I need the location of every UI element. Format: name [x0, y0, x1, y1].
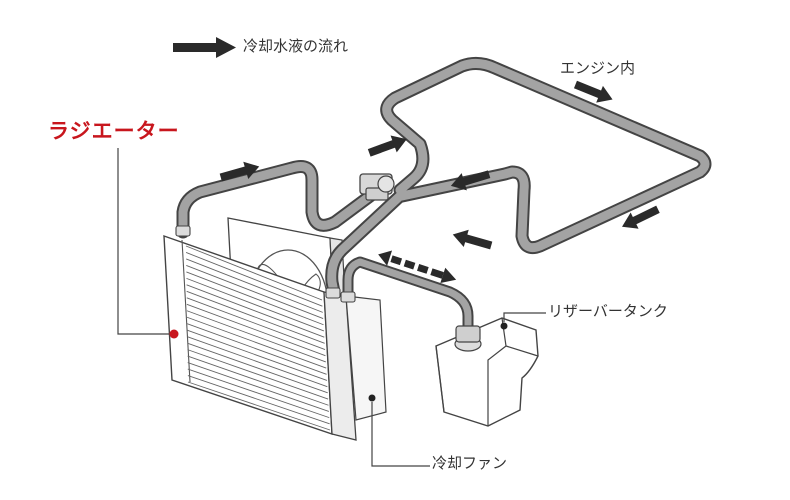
radiator-fin — [187, 381, 331, 431]
flow-arrow-icon — [573, 80, 613, 103]
radiator-fin — [185, 245, 323, 301]
radiator-fin — [186, 265, 324, 319]
radiator-fin — [187, 375, 330, 425]
radiator-fin — [186, 297, 326, 350]
bidirectional-flow-arrow-icon — [378, 250, 457, 284]
cooling-fan-label: 冷却ファン — [432, 454, 508, 472]
radiator-fin — [186, 284, 325, 338]
coolant-pipes — [176, 56, 712, 332]
flow-arrow-icon — [450, 170, 491, 191]
thermostat-housing — [359, 173, 395, 201]
radiator-fin — [186, 316, 327, 369]
radiator-fin — [186, 277, 325, 332]
radiator-marker-dot — [169, 329, 179, 339]
reservoir-tank-label: リザーバータンク — [548, 302, 668, 320]
radiator-fin — [187, 336, 328, 388]
hose-clamps — [175, 225, 356, 303]
reservoir-tank — [435, 317, 539, 427]
flow-arrow-icon — [622, 205, 660, 229]
radiator-fin — [187, 355, 329, 406]
flow-arrow-icon — [367, 135, 407, 157]
radiator-fin — [186, 290, 325, 344]
radiator-fin — [187, 329, 328, 381]
radiator-fin — [186, 271, 324, 326]
leader-lines — [117, 148, 546, 467]
legend-arrow-icon — [173, 37, 236, 58]
flow-arrows — [219, 80, 660, 284]
radiator-fin — [185, 252, 323, 307]
radiator-core — [163, 234, 387, 441]
radiator-fin — [187, 349, 329, 400]
legend-label: 冷却水液の流れ — [243, 37, 349, 55]
radiator-fin — [187, 342, 328, 394]
flow-arrow-icon — [452, 229, 493, 250]
radiator-fin — [186, 323, 327, 375]
radiator-label: ラジエーター — [48, 119, 180, 143]
radiator-fin — [187, 362, 330, 412]
engine-label: エンジン内 — [560, 59, 636, 77]
radiator-fin — [187, 368, 330, 419]
radiator-fin — [186, 310, 326, 363]
flow-arrow-icon — [219, 161, 260, 182]
radiator-fin — [186, 303, 326, 357]
radiator-fin — [186, 258, 323, 313]
